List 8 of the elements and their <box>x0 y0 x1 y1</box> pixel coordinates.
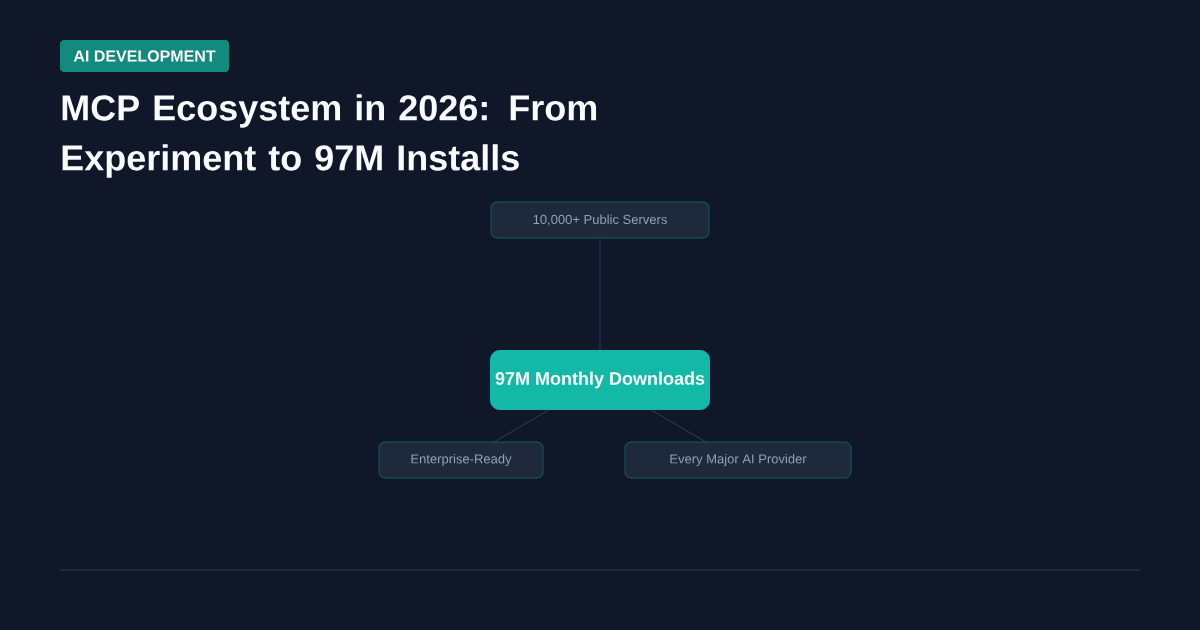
category-badge: AI DEVELOPMENT <box>60 40 229 72</box>
title: MCP Ecosystem in 2026: From Experiment to 97M Installs <box>62 94 597 178</box>
connector-line <box>493 409 550 443</box>
topic-box: Enterprise-Ready <box>378 441 544 479</box>
connector-line <box>650 409 707 443</box>
central-topic-box: 97M Monthly Downloads <box>490 350 710 410</box>
topic-box: 10,000+ Public Servers <box>490 201 710 239</box>
topic-box: Every Major AI Provider <box>624 441 852 479</box>
